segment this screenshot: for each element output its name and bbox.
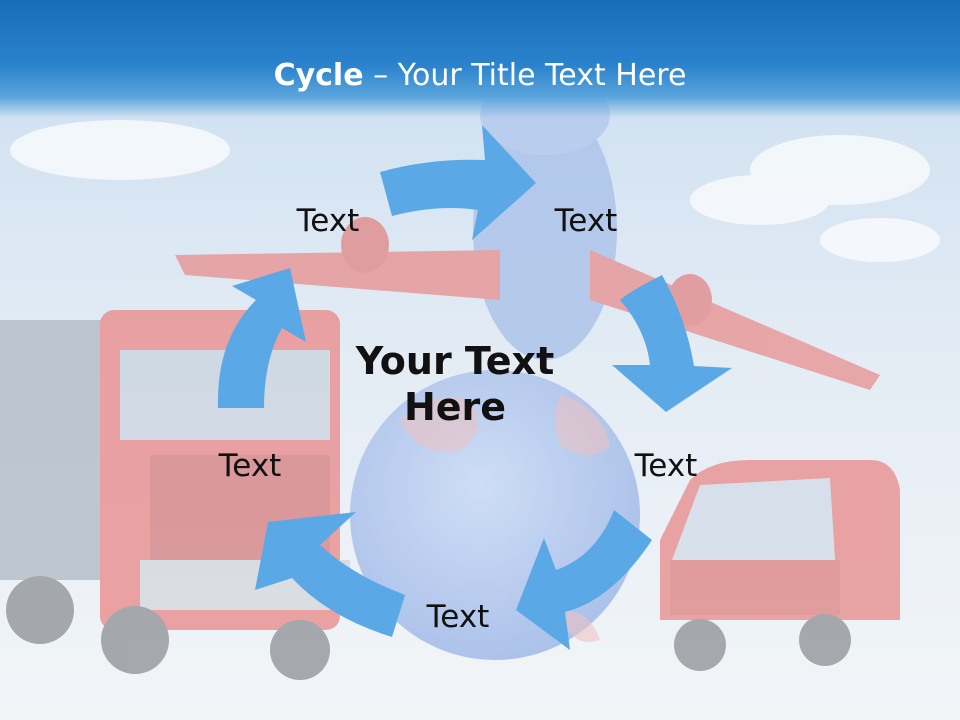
van-image <box>660 460 900 671</box>
center-text-line2: Here <box>403 385 507 429</box>
node-label-top-left[interactable]: Text <box>296 203 360 239</box>
cycle-arrow-icon <box>516 510 652 650</box>
cycle-arrow-icon <box>380 125 536 240</box>
cycle-arrow-icon <box>217 268 306 408</box>
title-rest: – Your Title Text Here <box>363 58 687 93</box>
slide-title[interactable]: Cycle – Your Title Text Here <box>0 56 960 96</box>
center-text-line1: Your Text <box>355 339 555 383</box>
center-text[interactable]: Your Text Here <box>310 338 600 430</box>
cloud-shapes <box>10 120 940 262</box>
node-label-top-right[interactable]: Text <box>554 203 618 239</box>
cycle-arrow-icon <box>612 275 732 412</box>
node-label-bottom[interactable]: Text <box>426 599 490 635</box>
title-bold: Cycle <box>273 58 364 93</box>
title-bar <box>0 0 960 118</box>
cycle-arrow-icon <box>255 512 405 637</box>
node-label-right[interactable]: Text <box>634 448 698 484</box>
node-label-left[interactable]: Text <box>218 448 282 484</box>
